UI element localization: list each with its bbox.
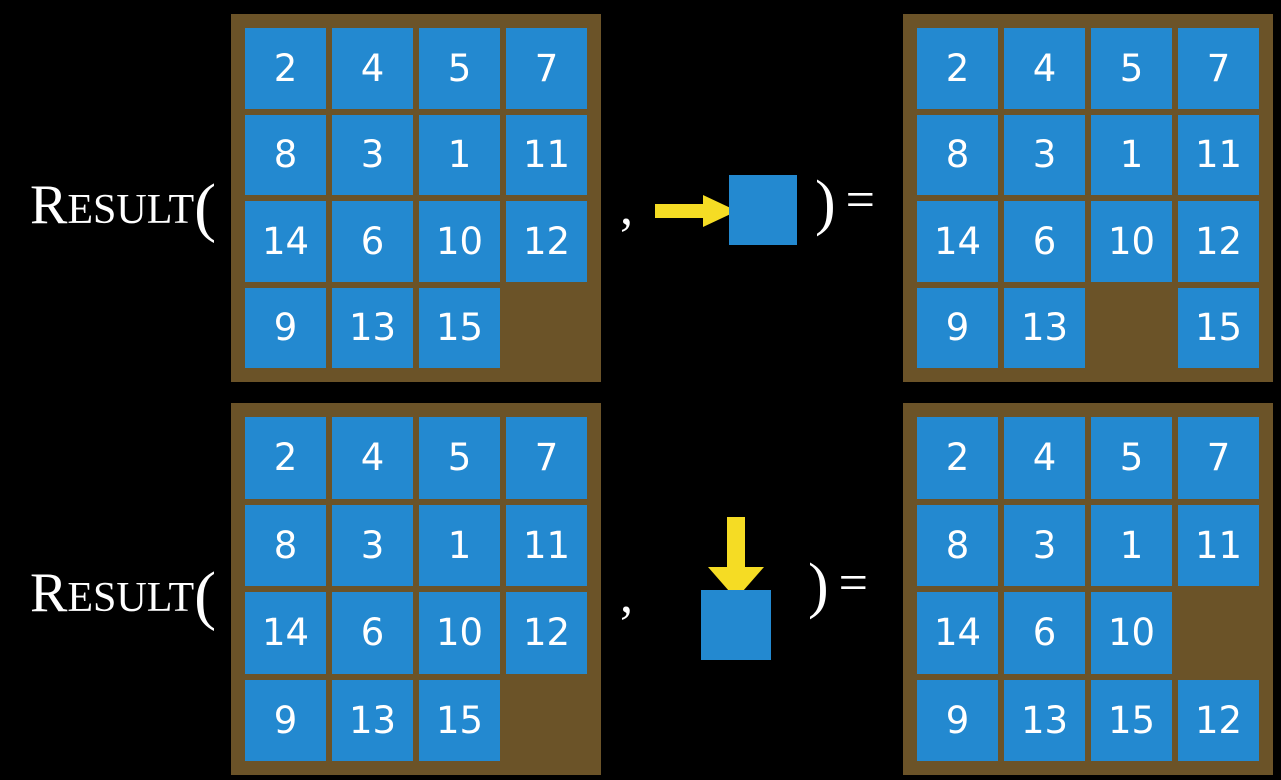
tile[interactable]: 4	[1004, 28, 1085, 109]
tile[interactable]: 14	[245, 201, 326, 282]
result-label-top-rest: ESULT	[67, 187, 195, 233]
tile[interactable]: 1	[1091, 504, 1172, 586]
input-board-bottom: 2 4 5 7 8 3 1 11 14 6 10 12 9 13 15	[231, 403, 601, 775]
tile[interactable]: 5	[419, 417, 500, 499]
tile[interactable]: 15	[419, 287, 500, 368]
tile[interactable]: 8	[917, 504, 998, 586]
argument-separator-bottom: ,	[620, 567, 633, 624]
tile[interactable]: 2	[245, 417, 326, 499]
tile[interactable]: 13	[1004, 679, 1085, 761]
close-paren-top: )	[815, 169, 836, 237]
arrow-down-icon	[708, 517, 764, 599]
tile[interactable]: 3	[332, 114, 413, 195]
tile[interactable]: 9	[917, 679, 998, 761]
tile[interactable]: 11	[1178, 114, 1259, 195]
tile[interactable]: 12	[506, 201, 587, 282]
input-board-top: 2 4 5 7 8 3 1 11 14 6 10 12 9 13 15	[231, 14, 601, 382]
tile[interactable]: 9	[917, 287, 998, 368]
tile[interactable]: 4	[332, 417, 413, 499]
tile[interactable]: 9	[245, 287, 326, 368]
tile[interactable]: 14	[917, 201, 998, 282]
tile[interactable]: 10	[1091, 592, 1172, 674]
tile[interactable]: 3	[1004, 504, 1085, 586]
tile[interactable]: 12	[1178, 679, 1259, 761]
tile[interactable]: 3	[332, 504, 413, 586]
blank-tile	[1091, 288, 1172, 369]
tile[interactable]: 1	[419, 504, 500, 586]
tile[interactable]: 11	[506, 504, 587, 586]
tile[interactable]: 10	[419, 201, 500, 282]
tile[interactable]: 2	[917, 28, 998, 109]
tile[interactable]: 5	[419, 28, 500, 109]
blank-tile	[506, 680, 587, 762]
tile[interactable]: 13	[332, 679, 413, 761]
result-label-bottom-cap: R	[30, 562, 68, 624]
result-label-bottom-rest: ESULT	[67, 575, 195, 621]
tile[interactable]: 6	[332, 592, 413, 674]
equals-sign-top: =	[845, 172, 875, 229]
tile[interactable]: 7	[1178, 28, 1259, 109]
tile[interactable]: 6	[332, 201, 413, 282]
tile[interactable]: 11	[506, 114, 587, 195]
blank-tile	[506, 288, 587, 369]
tile[interactable]: 8	[245, 114, 326, 195]
result-label-bottom-open-paren: (	[194, 559, 217, 632]
tile[interactable]: 6	[1004, 201, 1085, 282]
tile[interactable]: 15	[1091, 679, 1172, 761]
tile[interactable]: 1	[1091, 114, 1172, 195]
tile[interactable]: 15	[1178, 287, 1259, 368]
equals-sign-bottom: =	[838, 555, 868, 612]
tile[interactable]: 1	[419, 114, 500, 195]
tile[interactable]: 13	[332, 287, 413, 368]
arrow-right-icon	[655, 195, 737, 227]
result-label-top-cap: R	[30, 174, 68, 236]
tile[interactable]: 7	[506, 417, 587, 499]
tile[interactable]: 15	[419, 679, 500, 761]
result-label-bottom: RESULT(	[30, 563, 216, 629]
tile[interactable]: 11	[1178, 504, 1259, 586]
tile[interactable]: 4	[332, 28, 413, 109]
blank-tile	[1178, 592, 1259, 674]
close-paren-equals-top: )=	[815, 172, 875, 234]
output-board-bottom: 2 4 5 7 8 3 1 11 14 6 10 9 13 15 12	[903, 403, 1273, 775]
tile[interactable]: 7	[506, 28, 587, 109]
tile[interactable]: 3	[1004, 114, 1085, 195]
tile[interactable]: 5	[1091, 417, 1172, 499]
tile[interactable]: 8	[245, 504, 326, 586]
tile[interactable]: 2	[917, 417, 998, 499]
close-paren-bottom: )	[808, 552, 829, 620]
tile[interactable]: 6	[1004, 592, 1085, 674]
tile[interactable]: 14	[917, 592, 998, 674]
output-board-top: 2 4 5 7 8 3 1 11 14 6 10 12 9 13 15	[903, 14, 1273, 382]
tile[interactable]: 14	[245, 592, 326, 674]
move-right-action-tile[interactable]	[729, 175, 797, 245]
result-label-top-open-paren: (	[194, 171, 217, 244]
tile[interactable]: 12	[506, 592, 587, 674]
tile[interactable]: 12	[1178, 201, 1259, 282]
tile[interactable]: 10	[1091, 201, 1172, 282]
close-paren-equals-bottom: )=	[808, 555, 868, 617]
tile[interactable]: 10	[419, 592, 500, 674]
result-label-top: RESULT(	[30, 175, 216, 241]
tile[interactable]: 4	[1004, 417, 1085, 499]
tile[interactable]: 8	[917, 114, 998, 195]
tile[interactable]: 9	[245, 679, 326, 761]
argument-separator-top: ,	[620, 179, 633, 236]
move-down-action-tile[interactable]	[701, 590, 771, 660]
tile[interactable]: 7	[1178, 417, 1259, 499]
tile[interactable]: 5	[1091, 28, 1172, 109]
tile[interactable]: 13	[1004, 287, 1085, 368]
tile[interactable]: 2	[245, 28, 326, 109]
